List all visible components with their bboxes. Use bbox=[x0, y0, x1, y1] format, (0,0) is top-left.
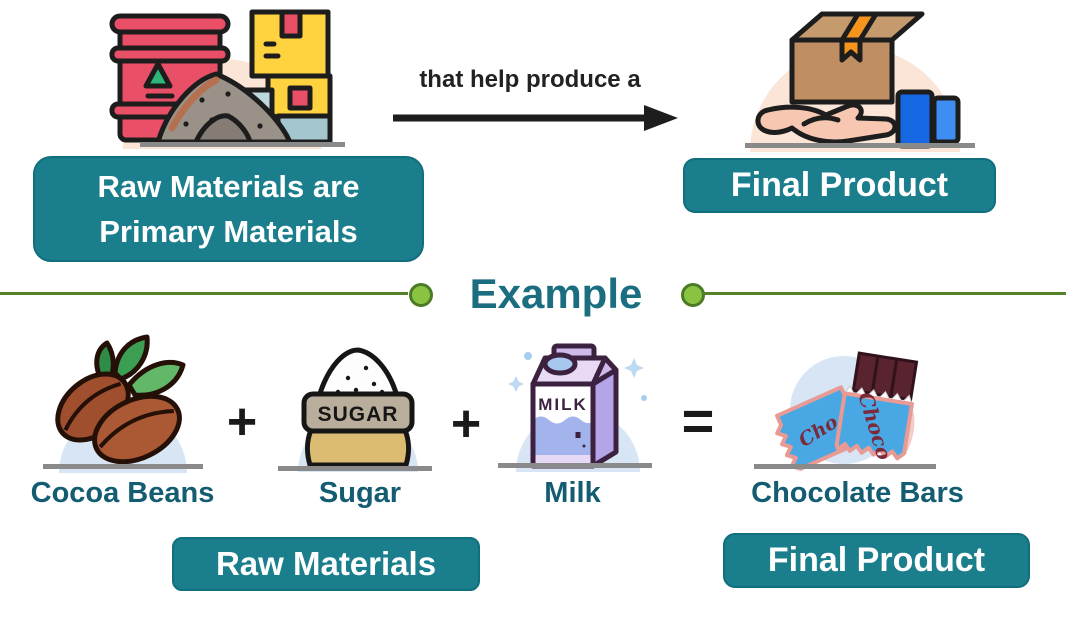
right-arrow-icon bbox=[393, 105, 678, 131]
chocolate-wrapper-front: Choco bbox=[834, 351, 919, 463]
package-box-icon bbox=[789, 11, 925, 105]
milk-label: Milk bbox=[544, 477, 601, 509]
raw-materials-definition-badge: Raw Materials are Primary Materials bbox=[33, 156, 424, 262]
sand-pile-icon bbox=[155, 71, 293, 145]
chocolate-bars-label: Chocolate Bars bbox=[751, 477, 964, 509]
ground-line bbox=[754, 464, 936, 469]
divider-line-right bbox=[703, 292, 1066, 295]
ground-line bbox=[278, 466, 432, 471]
final-product-label-top: Final Product bbox=[730, 166, 949, 204]
cocoa-leaves bbox=[94, 334, 186, 398]
final-product-badge-bottom: Final Product bbox=[723, 533, 1030, 588]
raw-materials-badge: Raw Materials bbox=[172, 537, 480, 591]
ground-line bbox=[745, 143, 975, 148]
raw-materials-badge-label: Raw Materials bbox=[215, 545, 437, 582]
equals-operator: = bbox=[681, 389, 715, 452]
sugar-label: Sugar bbox=[318, 477, 402, 509]
milk-carton-body: MILK bbox=[530, 343, 619, 469]
divider-line-left bbox=[0, 292, 408, 295]
cocoa-beans-label: Cocoa Beans bbox=[30, 477, 215, 509]
sugar-sack-icon: SUGAR bbox=[278, 347, 432, 472]
example-title: Example bbox=[469, 270, 643, 317]
arrow-caption: that help produce a bbox=[419, 66, 641, 93]
open-hand-icon bbox=[755, 102, 898, 145]
raw-materials-icon bbox=[109, 9, 345, 149]
divider-dot-left bbox=[409, 283, 433, 307]
cocoa-bean-front bbox=[92, 393, 182, 465]
raw-definition-line2: Primary Materials bbox=[99, 214, 358, 249]
sleeve-cuff-icon bbox=[895, 89, 961, 149]
ground-line bbox=[43, 464, 203, 469]
final-product-badge-bottom-label: Final Product bbox=[767, 541, 986, 579]
ground-line bbox=[498, 463, 652, 468]
milk-carton-text: MILK bbox=[538, 395, 588, 414]
final-product-icon bbox=[745, 11, 975, 152]
plus-operator-1: + bbox=[226, 393, 258, 451]
sugar-bag: SUGAR bbox=[301, 347, 415, 468]
ground-line bbox=[140, 142, 345, 147]
milk-carton-icon: MILK bbox=[498, 343, 652, 472]
cocoa-beans-icon bbox=[43, 334, 203, 473]
sugar-bag-text: SUGAR bbox=[318, 403, 399, 426]
divider-dot-right bbox=[681, 283, 705, 307]
final-product-badge-top: Final Product bbox=[683, 158, 996, 213]
sparkles bbox=[508, 352, 647, 401]
plus-operator-2: + bbox=[450, 395, 482, 453]
chocolate-bars-icon: Cho Choco bbox=[754, 351, 936, 471]
raw-definition-line1: Raw Materials are bbox=[97, 169, 360, 204]
